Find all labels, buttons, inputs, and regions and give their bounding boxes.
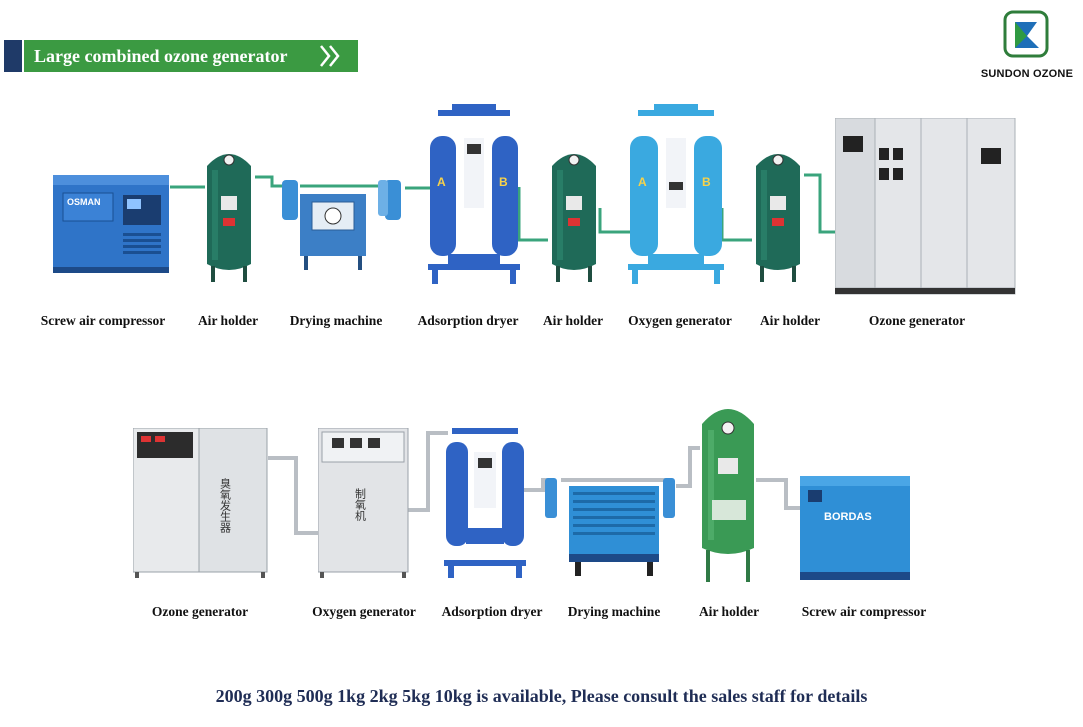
oxygen-cabinet-text: 制氧机 [354,488,367,521]
air-holder-tank-icon [207,154,251,282]
banner-navy-block [4,40,22,72]
bottom-row-pipes [268,431,802,535]
top-label-air-holder-2: Air holder [542,313,604,328]
bottom-label-ozone-generator: Ozone generator [151,604,249,619]
top-label-air-holder-1: Air holder [197,313,259,328]
top-label-drying-machine: Drying machine [289,313,383,328]
ozone-cabinet-text: 臭氧发生器 [219,477,232,534]
air-holder-tank-icon [552,154,596,282]
bottom-label-air-holder: Air holder [698,604,760,619]
tower-a-label: A [638,175,647,189]
tower-a-label: A [437,175,446,189]
drying-machine-icon [545,478,675,576]
banner-green-bar [24,40,358,72]
top-label-air-holder-3: Air holder [759,313,821,328]
air-holder-tank-icon [702,409,754,582]
screw-air-compressor-icon: BORDAS [800,476,910,580]
bottom-label-screw-air-compressor: Screw air compressor [801,604,927,619]
top-label-ozone-generator: Ozone generator [868,313,966,328]
tower-b-label: B [499,175,508,189]
company-logo: SUNDON OZONE [975,8,1081,86]
adsorption-dryer-icon [444,428,526,578]
top-label-adsorption-dryer: Adsorption dryer [417,313,519,328]
double-chevron-icon [320,45,340,67]
oxygen-generator-towers-icon: A B [628,104,724,284]
availability-footer: 200g 300g 500g 1kg 2kg 5kg 10kg is avail… [215,686,868,706]
top-label-oxygen-generator: Oxygen generator [628,313,732,328]
top-label-screw-air-compressor: Screw air compressor [40,313,166,328]
bottom-label-adsorption-dryer: Adsorption dryer [441,604,543,619]
ozone-generator-cabinet-icon: 臭氧发生器 [133,428,268,578]
air-holder-tank-icon [756,154,800,282]
banner-title: Large combined ozone generator [34,46,288,66]
drying-machine-icon [282,180,401,270]
logo-brand-text: SUNDON OZONE [980,68,1074,80]
section-banner: Large combined ozone generator [4,40,358,72]
tower-b-label: B [702,175,711,189]
bottom-label-oxygen-generator: Oxygen generator [312,604,416,619]
oxygen-generator-cabinet-icon: 制氧机 [318,428,409,578]
compressor-brand-text: BORDAS [824,511,872,523]
adsorption-dryer-icon: A B [428,104,520,284]
compressor-brand-text: OSMAN [67,197,101,207]
screw-air-compressor-icon: OSMAN [53,175,169,273]
sundon-logo-icon [1003,10,1049,58]
bottom-label-drying-machine: Drying machine [567,604,661,619]
ozone-generator-cabinet-icon [835,118,1016,295]
